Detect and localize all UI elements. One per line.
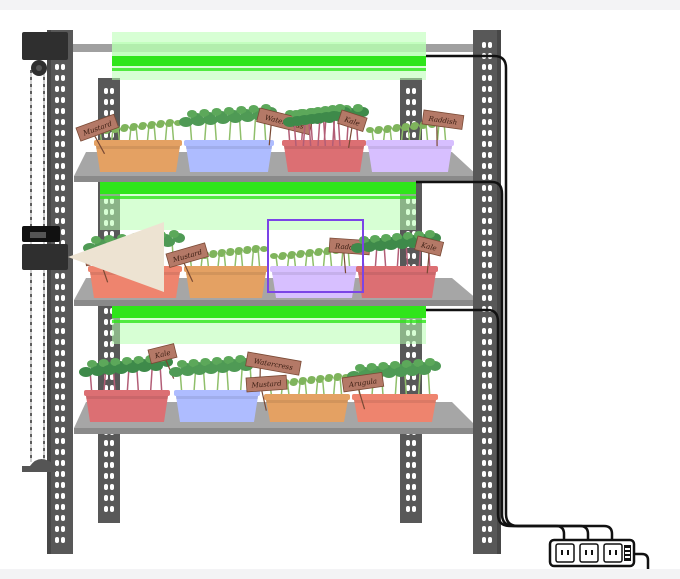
plant-pot[interactable]: Mustard	[165, 242, 268, 298]
plant-label-tag: Mustard	[245, 374, 288, 411]
pulley-handle[interactable]	[22, 226, 68, 270]
shelf-top-pots: MustardWatercressKaleRaddish	[75, 104, 465, 172]
plant-label-tag: Mustard	[165, 242, 209, 282]
power-switch-icon[interactable]	[624, 545, 631, 561]
plant-label: Mustard	[250, 380, 282, 390]
pulley-block-top[interactable]	[22, 32, 68, 76]
grow-light-middle[interactable]	[100, 180, 416, 230]
plant-pot[interactable]: Raddish	[366, 109, 465, 172]
power-cables	[416, 54, 650, 569]
plant-label-tag: Kale	[414, 235, 445, 274]
socket-3	[603, 543, 623, 563]
pointer-arrow-icon[interactable]	[68, 222, 164, 292]
plant-pot[interactable]: Watercress	[169, 351, 302, 422]
front-post-right	[473, 30, 501, 554]
pulley-block-bottom	[22, 459, 56, 472]
plant-label: Kale	[419, 241, 437, 253]
plant-label: Raddish	[334, 242, 364, 252]
socket-2	[579, 543, 599, 563]
pots-layer: MustardWatercressKaleRaddishArugulaMusta…	[75, 104, 465, 422]
plant-pot[interactable]: Mustard	[75, 113, 182, 172]
front-post-left	[47, 30, 73, 554]
plant-label: Kale	[153, 349, 171, 361]
plant-label-tag: Kale	[147, 343, 178, 379]
plant-pot[interactable]: Kale	[283, 104, 368, 150]
plant-pot[interactable]: Kale	[351, 230, 445, 298]
grow-light-top[interactable]	[112, 32, 426, 80]
plant-pot[interactable]: Kale	[79, 343, 182, 422]
socket-1	[555, 543, 575, 563]
plant-label-tag: Raddish	[421, 109, 465, 147]
plant-label-tag: Arugula	[341, 371, 385, 410]
grow-rack-illustration: MustardWatercressKaleRaddishArugulaMusta…	[22, 30, 650, 569]
plant-label-tag: Kale	[337, 109, 368, 148]
plant-pot[interactable]: Arugula	[341, 358, 441, 422]
plant-label-tag: Watercress	[245, 351, 302, 389]
selected-pot-highlight[interactable]	[267, 219, 364, 293]
plant-pot[interactable]: Mustard	[245, 373, 350, 422]
grow-shelf-scene: MustardWatercressKaleRaddishArugulaMusta…	[0, 10, 680, 569]
power-strip[interactable]	[548, 538, 636, 568]
